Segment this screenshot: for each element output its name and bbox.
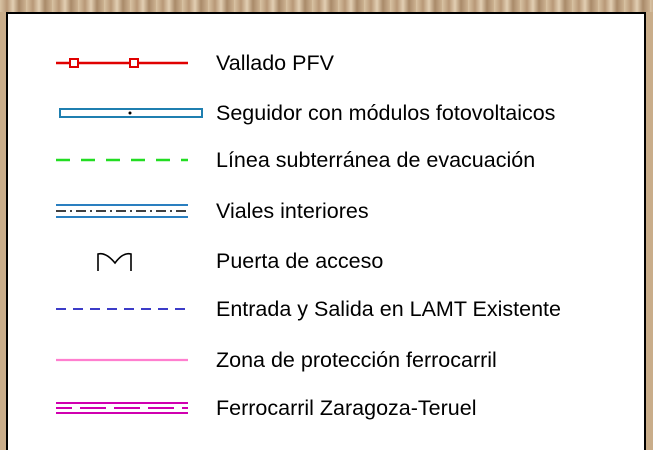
tracker-rectangle-icon: [59, 108, 203, 118]
legend-box: Vallado PFV Seguidor con módulos fotovol…: [6, 12, 646, 450]
pink-line-icon: [56, 358, 188, 362]
legend-item-vallado: Vallado PFV: [8, 38, 648, 88]
legend-label: Seguidor con módulos fotovoltaicos: [216, 101, 556, 125]
map-background-strip: [0, 0, 653, 12]
legend-label: Puerta de acceso: [216, 249, 384, 273]
legend-label: Viales interiores: [216, 199, 369, 223]
legend-label: Vallado PFV: [216, 51, 334, 75]
legend-item-zona-proteccion: Zona de protección ferrocarril: [8, 335, 648, 385]
legend-label: Ferrocarril Zaragoza-Teruel: [216, 396, 477, 420]
legend-label: Zona de protección ferrocarril: [216, 348, 497, 372]
legend-item-seguidor: Seguidor con módulos fotovoltaicos: [8, 88, 648, 138]
legend-item-viales: Viales interiores: [8, 186, 648, 236]
fence-line-icon: [56, 58, 188, 68]
legend-item-ferrocarril: Ferrocarril Zaragoza-Teruel: [8, 383, 648, 433]
legend-item-lamt: Entrada y Salida en LAMT Existente: [8, 284, 648, 334]
dashed-green-line-icon: [56, 158, 188, 162]
railway-line-icon: [56, 402, 188, 414]
road-line-icon: [56, 204, 188, 218]
gate-icon: [97, 252, 132, 271]
legend-label: Entrada y Salida en LAMT Existente: [216, 297, 561, 321]
dashed-blue-line-icon: [56, 308, 188, 310]
legend-label: Línea subterránea de evacuación: [216, 148, 536, 172]
legend-item-puerta: Puerta de acceso: [8, 236, 648, 286]
legend-item-linea-subterranea: Línea subterránea de evacuación: [8, 135, 648, 185]
